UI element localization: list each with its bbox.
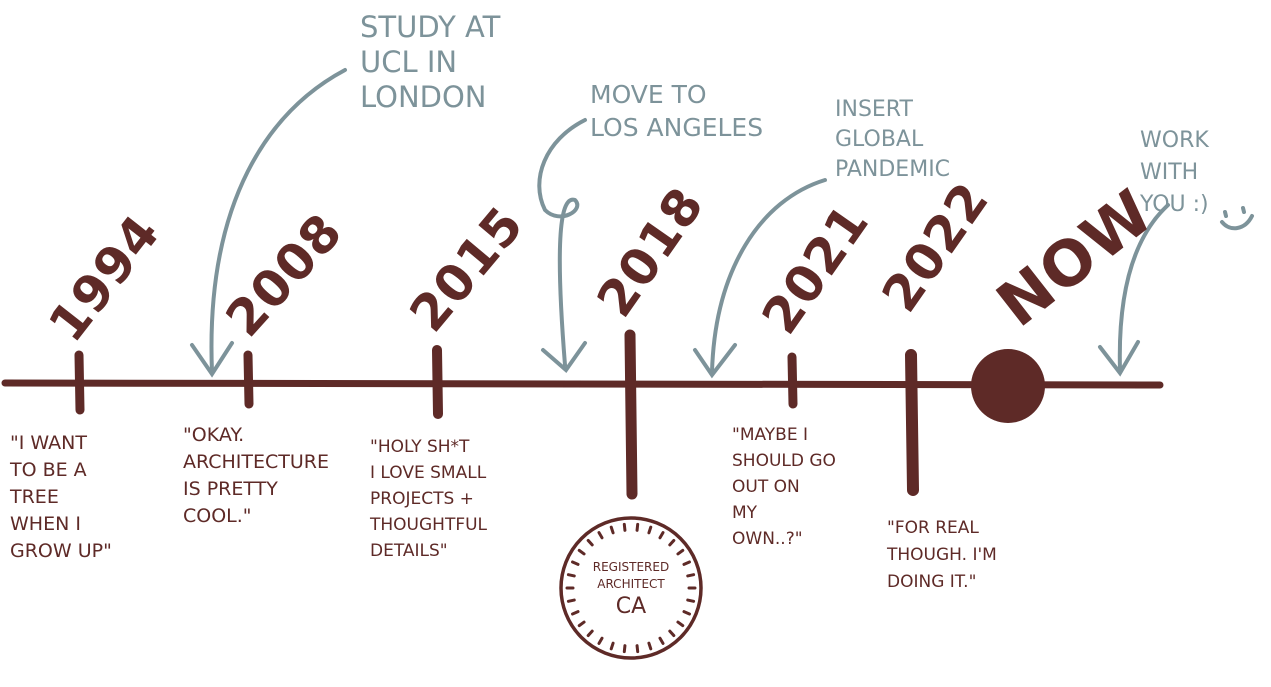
registered-stamp	[559, 516, 703, 660]
stamp-tick	[571, 560, 580, 566]
tick-1994	[74, 350, 85, 415]
arrowhead-work	[1098, 340, 1140, 377]
stamp-tick	[597, 636, 604, 645]
tick-2021	[787, 352, 798, 409]
quote-2021: "Maybe I should go out on my own..?"	[732, 425, 836, 549]
annotation-work: Work with you :)	[1140, 128, 1209, 217]
stamp-tick	[566, 573, 576, 578]
stamp-line3: CA	[615, 594, 647, 619]
quote-1994: "I want to be a tree when I grow up"	[10, 432, 112, 562]
arrow-la	[537, 118, 587, 367]
stamp-tick	[635, 644, 640, 654]
arrowhead-la	[541, 341, 587, 373]
stamp-line1: Registered	[592, 560, 670, 574]
stamp-tick	[577, 548, 586, 556]
stamp-tick	[686, 598, 696, 603]
stamp-tick	[622, 522, 627, 532]
stamp-tick	[676, 620, 685, 628]
tick-2018	[624, 329, 638, 500]
quote-2008: "Okay. Architecture is pretty cool."	[183, 424, 330, 527]
arrow-work	[1117, 203, 1170, 372]
stamp-tick	[676, 548, 685, 556]
stamp-tick	[668, 538, 676, 547]
quote-2015: "Holy sh*t I love small projects + thoug…	[370, 437, 488, 561]
stamp-tick	[668, 629, 676, 638]
annotation-ucl: Study at UCL in London	[360, 10, 501, 114]
annotation-pandemic: Insert global pandemic	[835, 97, 951, 182]
annotation-la: Move to Los Angeles	[590, 80, 764, 142]
stamp-tick	[622, 644, 627, 654]
stamp-tick	[647, 525, 653, 535]
tick-2008	[243, 350, 254, 409]
tick-2022	[905, 349, 919, 496]
tick-2015	[432, 345, 443, 419]
arrow-ucl	[209, 68, 347, 374]
stamp-tick	[566, 598, 576, 603]
stamp-tick	[635, 522, 640, 532]
stamp-tick	[586, 538, 594, 547]
stamp-tick	[682, 610, 691, 616]
arrowhead-ucl	[190, 341, 234, 378]
smiley-icon	[1220, 206, 1254, 231]
timeline-axis	[1, 379, 1164, 389]
stamp-tick	[577, 620, 586, 628]
stamp-tick	[658, 636, 665, 645]
arrow-pandemic	[710, 178, 827, 374]
stamp-tick	[586, 629, 594, 638]
stamp-line2: Architect	[597, 577, 665, 591]
quote-2022: "For real though. I'm doing it."	[887, 518, 997, 592]
stamp-tick	[609, 641, 615, 651]
stamp-tick	[682, 560, 691, 566]
arrowhead-pandemic	[693, 343, 737, 379]
now-dot	[971, 349, 1045, 423]
stamp-tick	[658, 531, 665, 540]
stamp-tick	[571, 610, 580, 616]
stamp-tick	[686, 573, 696, 578]
stamp-tick	[609, 525, 615, 535]
stamp-tick	[597, 531, 604, 540]
stamp-tick	[647, 641, 653, 651]
